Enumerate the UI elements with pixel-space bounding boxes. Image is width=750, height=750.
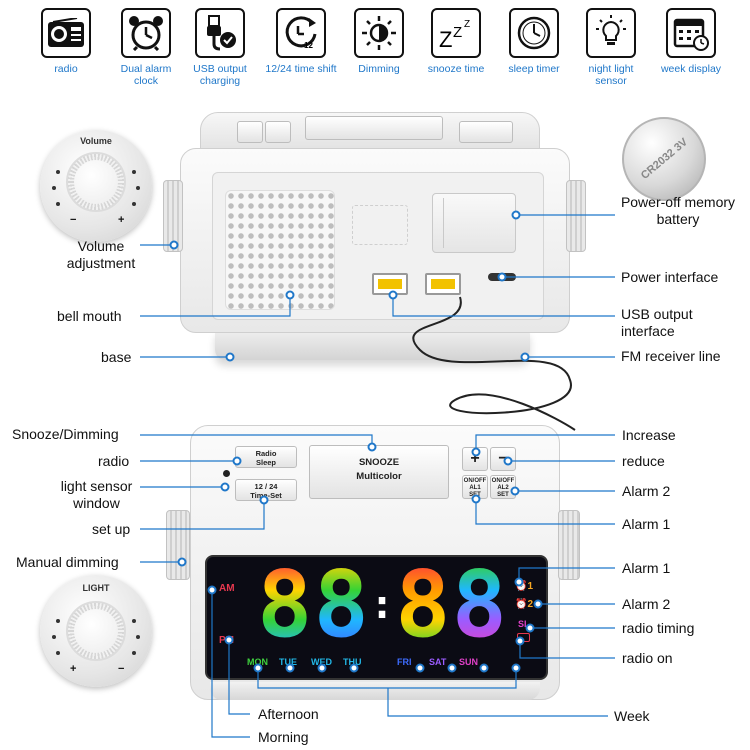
sleep-indicator: SL [518, 619, 530, 629]
label-afternoon: Afternoon [258, 706, 319, 722]
usb-charging-icon [207, 15, 236, 51]
label-base: base [101, 349, 132, 365]
day-sun: SUN [459, 657, 479, 667]
digit-colon: : [369, 582, 395, 628]
day-tue: TUE [279, 657, 297, 667]
minus-button[interactable]: − [490, 447, 516, 471]
label-radio-on: radio on [622, 650, 673, 666]
digit-4: 8 [451, 551, 507, 658]
light-dial[interactable]: LIGHT + − [40, 575, 152, 687]
plus-button[interactable]: + [462, 447, 488, 471]
feature-usb-charging: USB output charging [187, 8, 253, 87]
alarm-clock-icon [129, 16, 163, 51]
light-sensor-window [223, 470, 230, 477]
feature-week-display: week display [656, 8, 726, 75]
day-wed: WED [311, 657, 332, 667]
dimming-icon [362, 16, 396, 50]
light-knob-side[interactable] [166, 510, 190, 580]
am-indicator: AM [219, 583, 235, 594]
digit-1: 8 [257, 551, 313, 658]
day-thu: THU [343, 657, 362, 667]
feature-dimming: Dimming [346, 8, 412, 75]
label-bell-mouth: bell mouth [57, 308, 122, 324]
volume-knob-side[interactable] [163, 180, 183, 252]
label-snooze-dimming: Snooze/Dimming [12, 426, 119, 442]
label-usb-output: USB output interface [621, 306, 693, 339]
feature-radio: radio [33, 8, 99, 75]
label-manual-dimming: Manual dimming [16, 554, 119, 570]
day-fri: FRI [397, 657, 412, 667]
compliance-marks [352, 205, 408, 245]
label-week: Week [614, 708, 650, 724]
speaker-grille [225, 190, 335, 310]
label-radio-timing: radio timing [622, 620, 695, 636]
day-mon: MON [247, 657, 268, 667]
digit-2: 8 [313, 551, 369, 658]
feature-sleep-timer: sleep timer [501, 8, 567, 75]
battery-door-latch [432, 198, 444, 248]
label-morning: Morning [258, 729, 309, 745]
time-shift-icon: 12 [285, 16, 317, 50]
day-row: MON TUE WED THU FRI SAT SUN [247, 657, 517, 671]
feature-light-sensor: night light sensor [578, 8, 644, 87]
usb-port-2 [425, 273, 461, 295]
label-power-interface: Power interface [621, 269, 719, 285]
alarm1-indicator: ⏰1 [515, 581, 534, 592]
sleep-timer-icon [517, 16, 551, 50]
label-increase: Increase [622, 427, 676, 443]
label-volume-adjustment: Volume adjustment [66, 238, 136, 271]
label-alarm1-button: Alarm 1 [622, 516, 671, 532]
coin-battery: CR2032 3V [622, 117, 706, 201]
label-light-sensor: light sensor window [60, 478, 133, 511]
radio-icon [48, 18, 84, 47]
svg-text:Z: Z [453, 24, 462, 41]
svg-text:Z: Z [464, 19, 470, 30]
light-sensor-icon [596, 15, 626, 45]
top-button-back-snooze [305, 116, 443, 140]
label-reduce: reduce [622, 453, 665, 469]
feature-dual-alarm: Dual alarm clock [108, 8, 184, 87]
device-base [215, 330, 530, 360]
calendar-icon [673, 18, 709, 51]
top-button-back-2 [265, 121, 291, 143]
label-set-up: set up [92, 521, 131, 537]
top-button-back-3 [459, 121, 513, 143]
label-battery: Power-off memory battery [620, 194, 736, 227]
label-radio: radio [98, 453, 130, 469]
day-sat: SAT [429, 657, 447, 667]
volume-knob-side-front[interactable] [558, 510, 580, 580]
light-knob-side-back[interactable] [566, 180, 586, 252]
volume-dial[interactable]: Volume − + [40, 130, 152, 242]
label-alarm2-indicator: Alarm 2 [622, 596, 671, 612]
device-front-base [210, 682, 540, 700]
clock-digits: 8 8 : 8 8 [257, 551, 507, 658]
top-button-back-1 [237, 121, 263, 143]
battery-door [432, 193, 516, 253]
alarm2-indicator: ⏰2 [515, 599, 534, 610]
feature-time-shift: 12 12/24 time shift [265, 8, 337, 75]
svg-text:12: 12 [304, 41, 313, 50]
label-alarm1-indicator: Alarm 1 [622, 560, 671, 576]
led-display: AM PM 8 8 : 8 8 ⏰1 ⏰2 SL MON TUE WED THU… [205, 555, 548, 680]
digit-3: 8 [395, 551, 451, 658]
label-fm-receiver: FM receiver line [621, 348, 721, 364]
svg-text:Z: Z [439, 27, 452, 51]
label-alarm2-button: Alarm 2 [622, 483, 671, 499]
usb-port-1 [372, 273, 408, 295]
